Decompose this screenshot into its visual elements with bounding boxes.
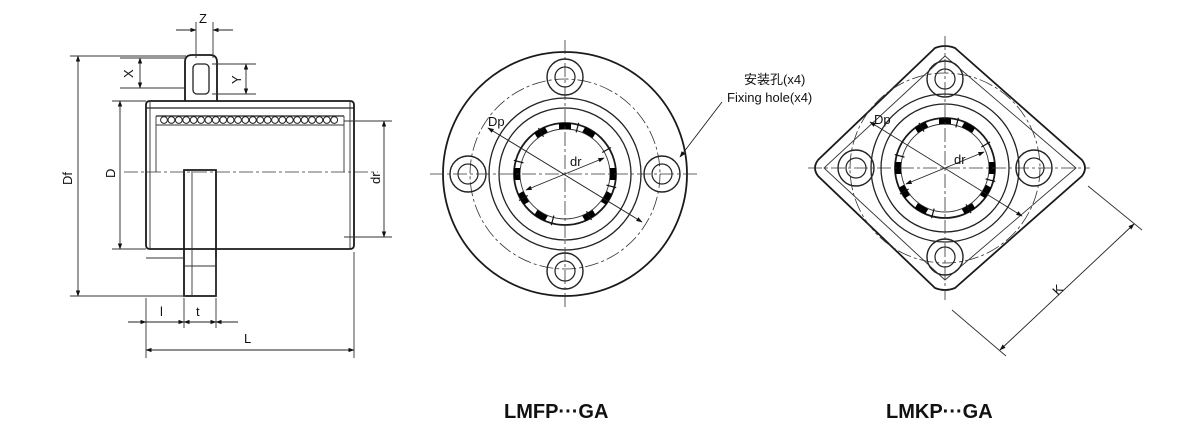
k-ext-bottom <box>951 309 1007 357</box>
df-label: Df <box>60 172 75 185</box>
side-view: Z X Y Df D dr l t <box>60 11 392 358</box>
ball <box>160 116 168 124</box>
k-ext-top <box>1087 185 1143 231</box>
ball <box>308 116 316 124</box>
k-label: K <box>1049 281 1066 298</box>
ball <box>263 116 272 124</box>
ball <box>234 116 242 124</box>
ball <box>211 116 220 124</box>
ball <box>204 116 213 124</box>
fixing-hole-leader <box>679 101 723 158</box>
knob-slot <box>192 63 210 95</box>
ball <box>219 116 228 124</box>
ball <box>241 116 250 124</box>
ball <box>322 116 331 124</box>
square-dp-line <box>869 121 1023 217</box>
k-dimension <box>999 223 1135 351</box>
ball <box>278 116 287 124</box>
ball <box>293 116 302 124</box>
round-dp-label: Dp <box>488 114 505 129</box>
ball <box>189 116 198 124</box>
ball <box>330 116 339 124</box>
ball <box>174 116 183 124</box>
ball <box>315 116 324 124</box>
square-flange-outer <box>814 45 1086 291</box>
dr-side-label: dr <box>368 172 383 184</box>
top-knob <box>184 54 218 101</box>
x-label: X <box>121 69 136 78</box>
square-caption: LMKP···GA <box>886 401 993 423</box>
fixing-hole-label-en: Fixing hole(x4) <box>727 90 812 105</box>
l-small-label: l <box>160 304 163 319</box>
ball <box>167 116 176 124</box>
ball <box>226 116 235 124</box>
t-label: t <box>196 304 200 319</box>
square-flange-view: dr Dp K LMKP···GA <box>808 36 1143 423</box>
round-caption: LMFP···GA <box>504 401 608 423</box>
round-dp-line <box>487 127 643 223</box>
ball <box>271 116 279 124</box>
ball <box>248 116 257 124</box>
d-label: D <box>103 169 118 178</box>
ball <box>285 116 294 124</box>
ball <box>256 116 265 124</box>
round-flange-view: dr Dp 安装孔(x4) Fixing hole(x4) LMFP···GA <box>430 40 812 423</box>
ball <box>300 116 309 124</box>
ball <box>182 116 191 124</box>
big-l-label: L <box>244 331 251 346</box>
square-dp-label: Dp <box>874 112 891 127</box>
ball-row <box>160 116 339 124</box>
y-label: Y <box>229 75 244 84</box>
z-label: Z <box>199 11 207 26</box>
square-dr-label: dr <box>954 152 966 167</box>
flange-plate <box>183 169 217 297</box>
fixing-hole-label-cn: 安装孔(x4) <box>744 72 805 87</box>
round-dr-label: dr <box>570 154 582 169</box>
ball <box>197 116 205 124</box>
